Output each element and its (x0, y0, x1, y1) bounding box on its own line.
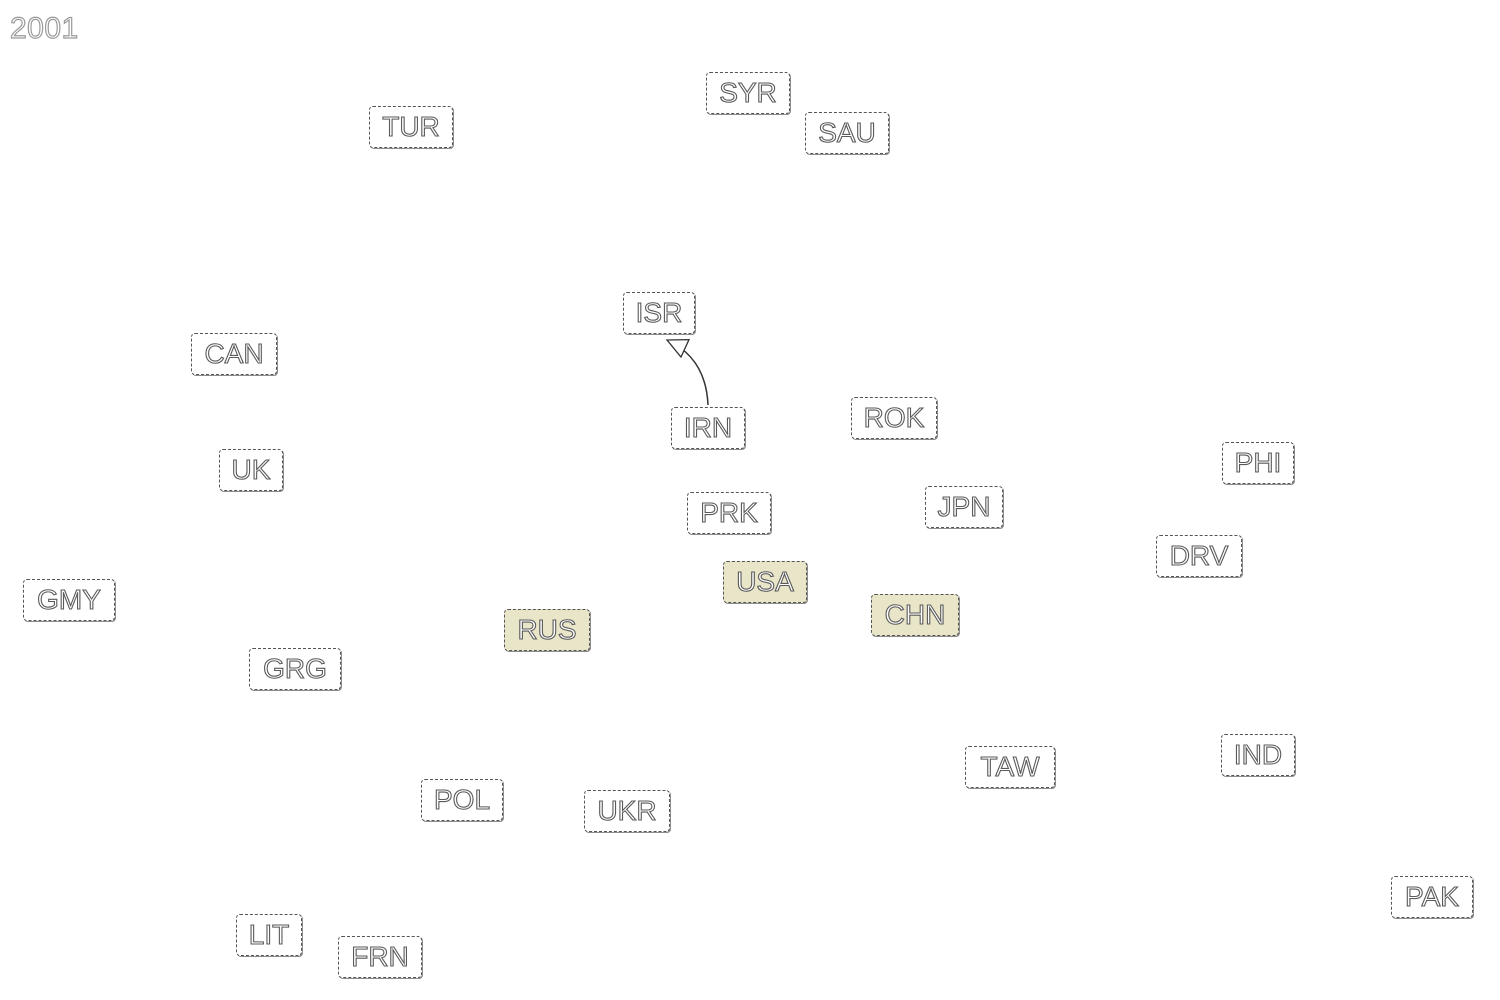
node-isr[interactable]: ISR (623, 292, 695, 334)
node-pol[interactable]: POL (421, 779, 503, 821)
node-taw[interactable]: TAW (965, 746, 1055, 788)
node-lit[interactable]: LIT (236, 914, 302, 956)
year-label: 2001 (9, 11, 79, 45)
node-syr[interactable]: SYR (706, 72, 790, 114)
node-phi[interactable]: PHI (1222, 442, 1294, 484)
node-ind[interactable]: IND (1221, 734, 1295, 776)
node-drv[interactable]: DRV (1156, 535, 1242, 577)
node-tur[interactable]: TUR (369, 106, 453, 148)
node-gmy[interactable]: GMY (23, 579, 115, 621)
node-can[interactable]: CAN (191, 333, 277, 375)
node-uk[interactable]: UK (219, 449, 283, 491)
edge-irn-isr (666, 339, 709, 406)
node-jpn[interactable]: JPN (925, 486, 1003, 528)
node-sau[interactable]: SAU (805, 112, 889, 154)
node-rus[interactable]: RUS (504, 609, 590, 651)
node-rok[interactable]: ROK (851, 397, 937, 439)
arrowhead-isr (665, 338, 691, 359)
node-chn[interactable]: CHN (871, 594, 959, 636)
node-pak[interactable]: PAK (1391, 876, 1473, 918)
node-frn[interactable]: FRN (338, 936, 422, 978)
node-prk[interactable]: PRK (687, 492, 771, 534)
node-ukr[interactable]: UKR (584, 790, 670, 832)
node-usa[interactable]: USA (723, 561, 807, 603)
node-grg[interactable]: GRG (249, 648, 341, 690)
node-irn[interactable]: IRN (671, 407, 745, 449)
